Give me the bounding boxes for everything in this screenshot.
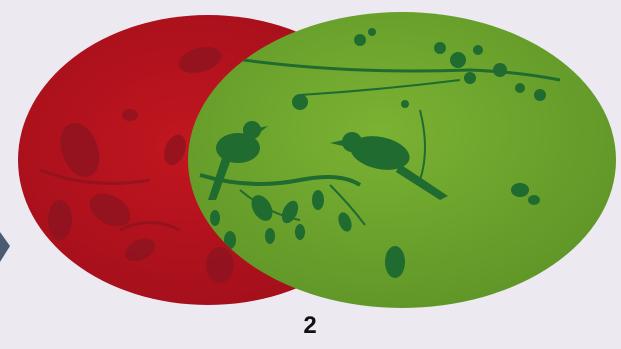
- green-circle: [188, 12, 616, 308]
- slide-number: 2: [280, 312, 340, 340]
- partial-arrow-icon: [0, 232, 10, 262]
